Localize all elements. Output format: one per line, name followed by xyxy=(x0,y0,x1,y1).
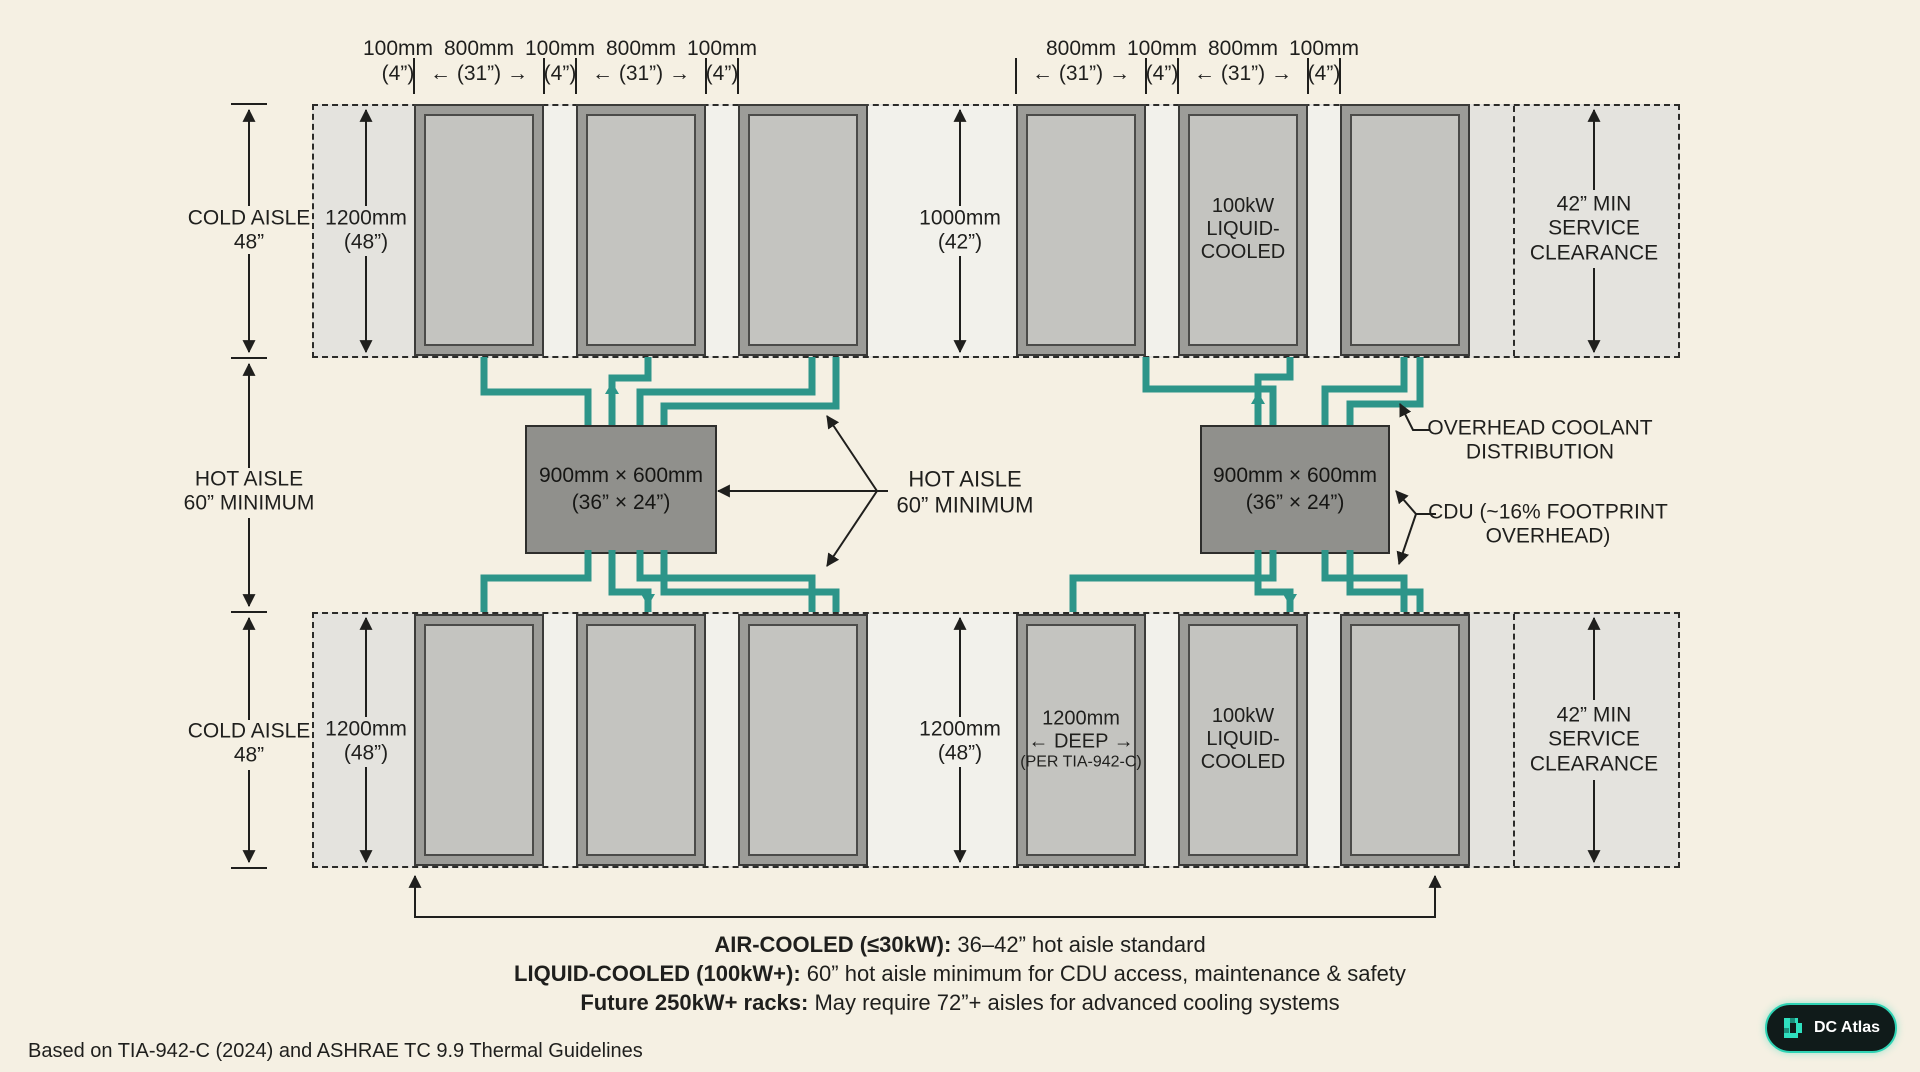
pipe-top-right-3 xyxy=(1321,357,1408,425)
rack-top-2-door xyxy=(586,114,696,346)
rack-top-3-door xyxy=(748,114,858,346)
rack-bottom-3 xyxy=(738,614,868,866)
rack-bottom-2-door xyxy=(586,624,696,856)
dimension-lines xyxy=(231,58,1601,918)
rack-bottom-6 xyxy=(1340,614,1470,866)
rack-bottom-4-door xyxy=(1026,624,1136,856)
flow-arrow-up-right xyxy=(1251,392,1265,404)
rack-top-1 xyxy=(414,104,544,356)
dc-atlas-logo-text: DC Atlas xyxy=(1813,1019,1881,1036)
pipe-top-right-1 xyxy=(1142,357,1277,425)
pipe-top-left-2 xyxy=(608,357,652,425)
coolant-flow-arrows xyxy=(605,382,1297,606)
pipe-bottom-right-1 xyxy=(1069,550,1277,612)
pipe-bottom-right-4 xyxy=(1346,550,1424,612)
hot-callout-leader-down xyxy=(826,490,878,567)
cdu-right: 900mm × 600mm (36” × 24”) xyxy=(1200,425,1390,554)
pipe-top-left-1 xyxy=(480,357,592,425)
rack-bottom-1 xyxy=(414,614,544,866)
dim-label: 100mm(4”) xyxy=(686,37,758,86)
rack-bottom-5 xyxy=(1178,614,1308,866)
rack-top-1-door xyxy=(424,114,534,346)
note-liquid-cooled: LIQUID-COOLED (100kW+): 60” hot aisle mi… xyxy=(514,961,1406,986)
pipe-top-left-3 xyxy=(636,357,816,425)
dc-atlas-logo: DC Atlas xyxy=(1765,1003,1897,1053)
cdu-right-size-in: (36” × 24”) xyxy=(1245,490,1345,514)
rack-top-6-door xyxy=(1350,114,1460,346)
rack-top-6 xyxy=(1340,104,1470,356)
dim-label: 100mm(4”) xyxy=(362,37,434,86)
rack-top-5 xyxy=(1178,104,1308,356)
rack-top-4-door xyxy=(1026,114,1136,346)
cdu-left-size-in: (36” × 24”) xyxy=(571,490,671,514)
cdu-note-leader-down xyxy=(1396,513,1417,566)
service-clearance-divider-bottom xyxy=(1513,614,1515,866)
rack-bottom-2 xyxy=(576,614,706,866)
rack-top-4 xyxy=(1016,104,1146,356)
rack-top-5-door xyxy=(1188,114,1298,346)
pipe-bottom-left-4 xyxy=(660,550,840,612)
cdu-left-size-mm: 900mm × 600mm xyxy=(539,464,703,488)
rack-top-3 xyxy=(738,104,868,356)
rack-bottom-4-label: 1200mm← DEEP →(PER TIA-942-C) xyxy=(1020,707,1142,771)
flow-arrow-down-left xyxy=(641,594,655,606)
note-future-racks: Future 250kW+ racks: May require 72”+ ai… xyxy=(580,990,1340,1015)
rack-top-2 xyxy=(576,104,706,356)
pipe-top-left-4 xyxy=(660,357,840,425)
cdu-right-size-mm: 900mm × 600mm xyxy=(1213,464,1377,488)
pipe-bottom-right-3 xyxy=(1321,550,1408,612)
bottom-aisle-depth-dim: 1200mm(48”) xyxy=(325,717,407,765)
hot-callout-leader-up xyxy=(826,415,878,492)
bottom-mid-depth-dim: 1200mm(48”) xyxy=(919,717,1001,765)
flow-arrow-down-right xyxy=(1283,594,1297,606)
dim-label: 100mm(4”) xyxy=(1126,37,1198,86)
dc-atlas-logo-icon xyxy=(1783,1018,1802,1038)
rack-bottom-6-door xyxy=(1350,624,1460,856)
rack-bottom-1-door xyxy=(424,624,534,856)
rack-bottom-4 xyxy=(1016,614,1146,866)
dim-label: 100mm(4”) xyxy=(524,37,596,86)
rack-bottom-3-door xyxy=(748,624,858,856)
cdu-left: 900mm × 600mm (36” × 24”) xyxy=(525,425,717,554)
dim-label: 800mm← (31”) → xyxy=(591,37,691,86)
source-attribution: Based on TIA-942-C (2024) and ASHRAE TC … xyxy=(28,1040,643,1062)
top-mid-depth-dim: 1000mm(42”) xyxy=(919,206,1001,254)
rack-bottom-5-door xyxy=(1188,624,1298,856)
pipe-bottom-left-1 xyxy=(480,550,592,612)
flow-arrow-up-left xyxy=(605,382,619,394)
overhead-leader xyxy=(1399,403,1430,431)
note-air-cooled: AIR-COOLED (≤30kW): 36–42” hot aisle sta… xyxy=(714,932,1206,957)
dim-label: 800mm← (31”) → xyxy=(1193,37,1293,86)
service-clearance-divider-top xyxy=(1513,106,1515,356)
dim-label: 800mm← (31”) → xyxy=(1031,37,1131,86)
cdu-note-leader-up xyxy=(1395,490,1417,515)
dim-label: 800mm← (31”) → xyxy=(429,37,529,86)
dim-label: 100mm(4”) xyxy=(1288,37,1360,86)
pipe-top-right-4 xyxy=(1346,357,1424,425)
top-aisle-depth-dim: 1200mm(48”) xyxy=(325,206,407,254)
